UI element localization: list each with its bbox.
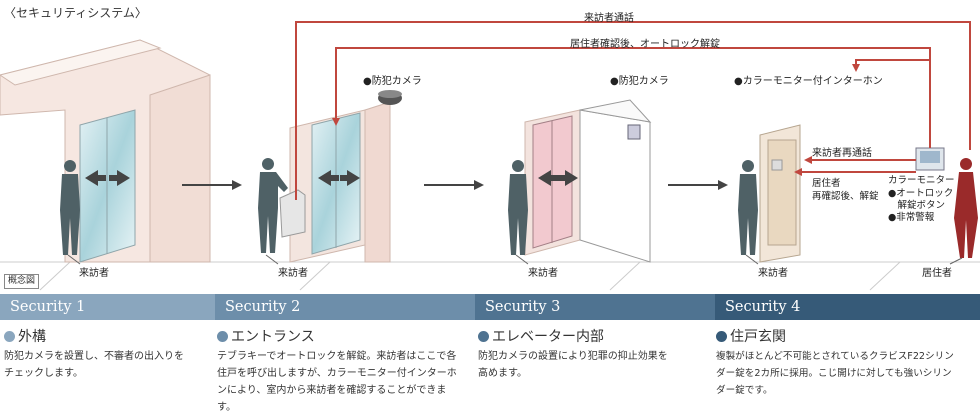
- security-3-text-line: 防犯カメラの設置により犯罪の抑止効果を: [478, 351, 668, 362]
- bullet-icon: [716, 330, 727, 342]
- scene-exterior: [0, 39, 211, 263]
- security-2-text-line: ンにより、室内から来訪者を確認することができま: [217, 385, 447, 396]
- label-camera-entrance: ●防犯カメラ: [363, 76, 422, 87]
- label-resident-unlock: 居住者確認後、オートロック解錠: [570, 39, 720, 50]
- bullet-icon: [478, 330, 489, 342]
- security-2-section: エントランス テブラキーでオートロックを解錠。来訪者はここで各 住戸を呼び出しま…: [217, 326, 473, 414]
- floor-lines: [0, 261, 980, 291]
- security-3-section: エレベーター内部 防犯カメラの設置により犯罪の抑止効果を 高めます。: [478, 326, 712, 382]
- security-4-text-line: ダー錠です。: [716, 385, 773, 396]
- resident-figure: [954, 158, 978, 258]
- security-3-heading: エレベーター内部: [492, 329, 604, 345]
- scene-front-door: [759, 124, 945, 263]
- bullet-icon: [4, 330, 15, 342]
- label-recall: 来訪者再通話: [812, 148, 872, 159]
- label-intercom: ●カラーモニター付インターホン: [734, 76, 883, 87]
- label-resident-reconfirm-2: 再確認後、解錠: [812, 191, 879, 202]
- visitor-figures: [60, 158, 758, 255]
- label-visitor-3: 来訪者: [528, 268, 558, 279]
- security-2-text-line: テブラキーでオートロックを解錠。来訪者はここで各: [217, 351, 457, 362]
- security-3-bar: Security 3: [475, 294, 715, 320]
- security-1-text-line: 防犯カメラを設置し、不審者の出入りを: [4, 351, 184, 362]
- label-visitor-1: 来訪者: [79, 268, 109, 279]
- security-2-text-line: す。: [217, 402, 236, 413]
- label-visitor-call: 来訪者通話: [584, 13, 634, 24]
- security-1-heading: 外構: [18, 329, 46, 345]
- label-leaders: [67, 254, 963, 265]
- security-diagram: 〈セキュリティシステム〉 来訪者通話 居住者確認後、オートロック解錠 ●防犯カメ…: [0, 6, 980, 291]
- label-monitor-item-1: ●オートロック: [888, 188, 954, 199]
- route-arrowheads: [332, 64, 860, 176]
- security-1-section: 外構 防犯カメラを設置し、不審者の出入りを チェックします。: [4, 326, 212, 382]
- diagram-title: 〈セキュリティシステム〉: [4, 6, 147, 20]
- security-2-heading: エントランス: [231, 329, 315, 345]
- security-4-text-line: 複製がほとんど不可能とされているクラビスF22シリン: [716, 351, 954, 362]
- label-resident: 居住者: [922, 268, 952, 279]
- label-resident-reconfirm-1: 居住者: [812, 178, 841, 189]
- flow-arrows: [182, 180, 728, 190]
- door-arrows: [85, 170, 578, 186]
- security-4-heading: 住戸玄関: [730, 329, 786, 345]
- label-monitor-item-2: 解錠ボタン: [888, 200, 946, 211]
- security-3-text-line: 高めます。: [478, 368, 527, 379]
- label-visitor-2: 来訪者: [278, 268, 308, 279]
- security-2-text-line: 住戸を呼び出しますが、カラーモニター付インターホ: [217, 368, 457, 379]
- label-monitor-item-3: ●非常警報: [888, 212, 935, 223]
- bullet-icon: [217, 330, 228, 342]
- security-4-section: 住戸玄関 複製がほとんど不可能とされているクラビスF22シリン ダー錠を2カ所に…: [716, 326, 978, 399]
- security-2-bar: Security 2: [215, 294, 475, 320]
- diagram-illustration: [0, 21, 980, 291]
- concept-badge: 概念図: [4, 274, 40, 289]
- route-lines: [295, 21, 971, 200]
- scene-entrance: [279, 90, 402, 263]
- security-4-bar: Security 4: [715, 294, 980, 320]
- label-visitor-4: 来訪者: [758, 268, 788, 279]
- security-4-text-line: ダー錠を2カ所に採用。こじ開けに対しても強いシリン: [716, 368, 952, 379]
- label-camera-elevator: ●防犯カメラ: [610, 76, 669, 87]
- label-monitor: カラーモニター: [888, 175, 955, 186]
- security-1-text-line: チェックします。: [4, 368, 83, 379]
- security-1-bar: Security 1: [0, 294, 215, 320]
- scene-elevator: [524, 99, 652, 263]
